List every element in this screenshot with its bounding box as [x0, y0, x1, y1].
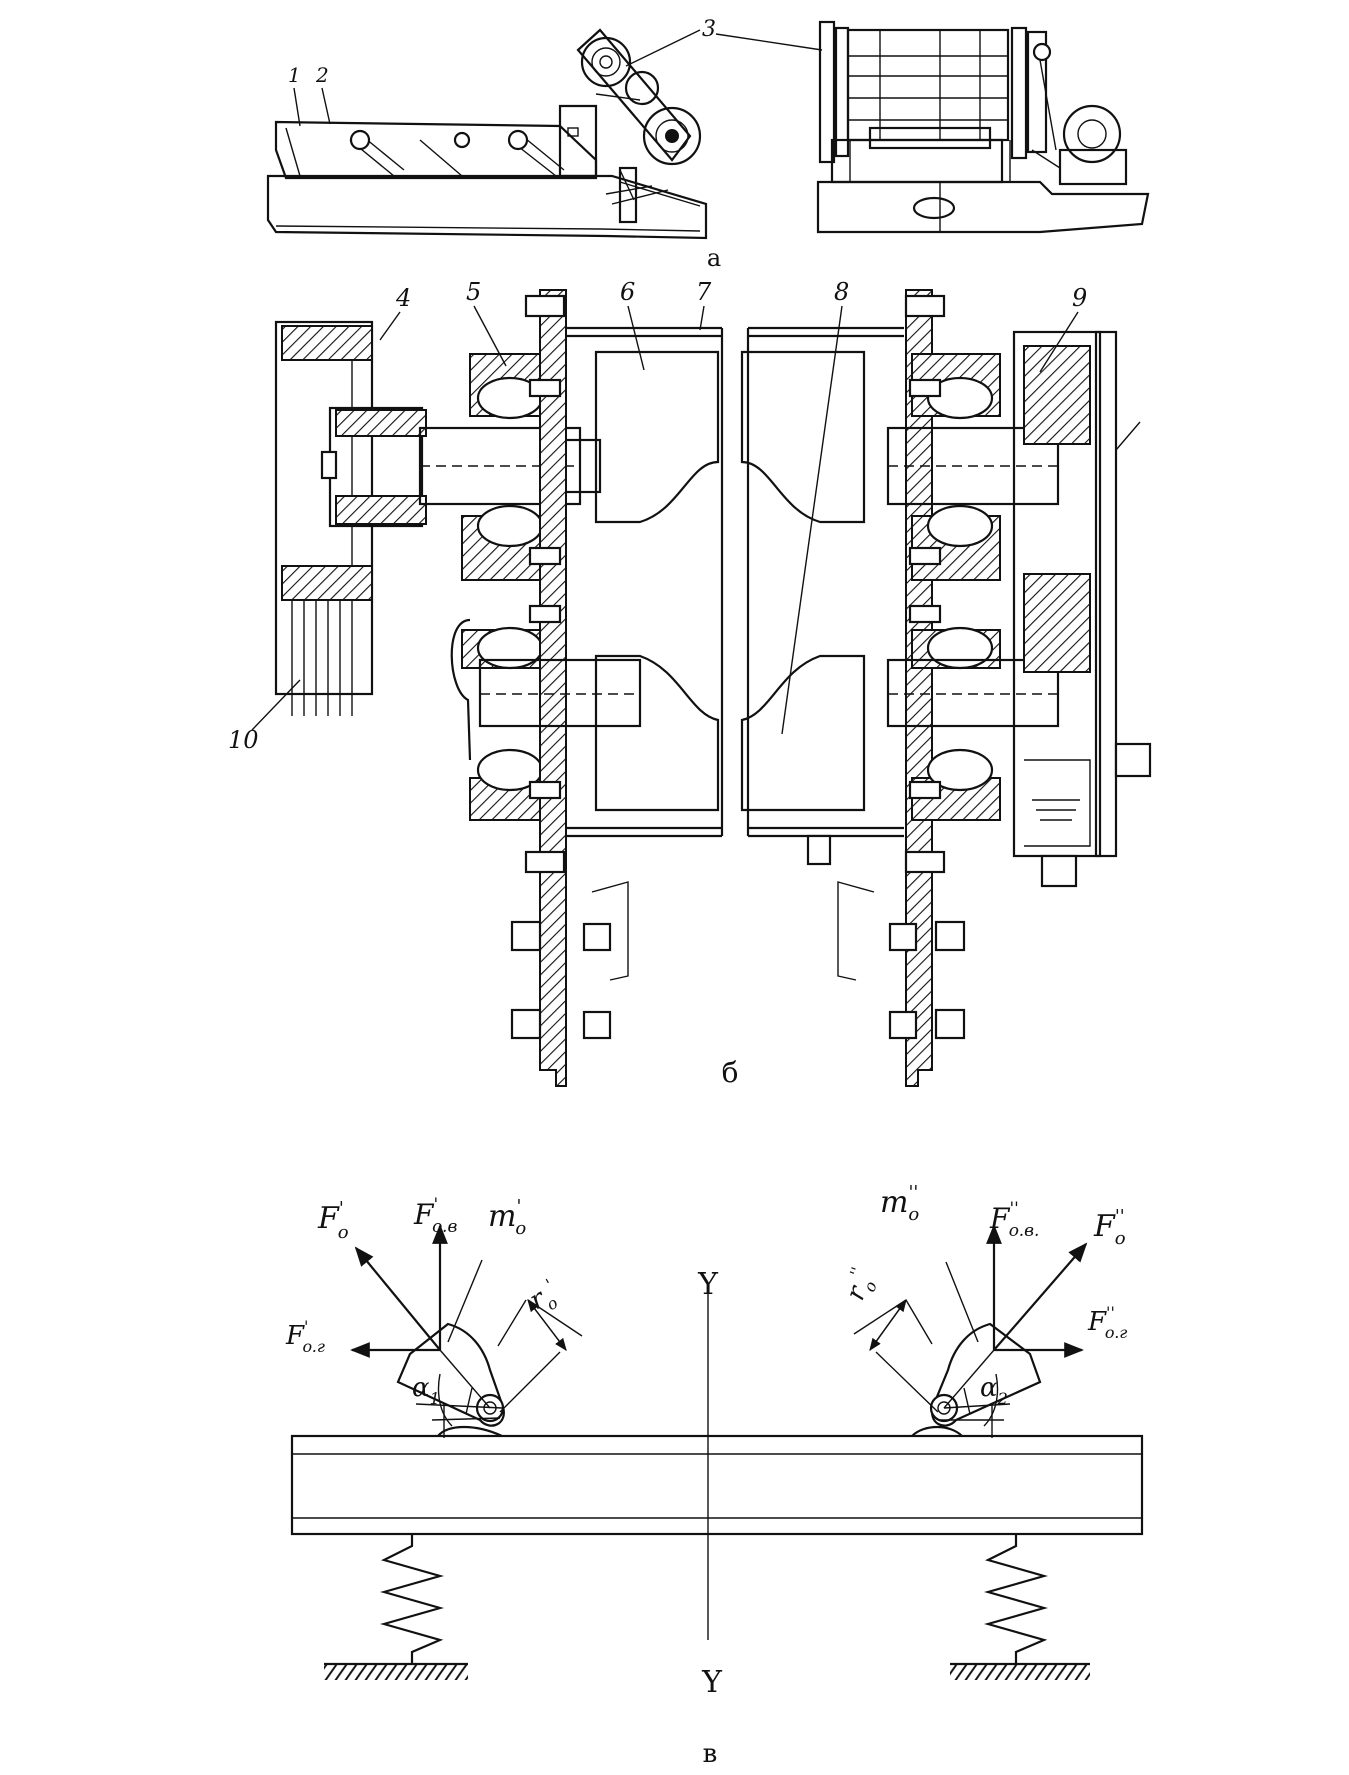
right-spring [983, 1534, 1049, 1664]
callout-6: 6 [620, 278, 635, 306]
svg-text:F''o.в.: F''o.в. [989, 1199, 1039, 1241]
left-shaft-upper [418, 426, 602, 506]
right-horizontal-force-sub: o.г [1105, 1323, 1128, 1342]
wall-bolts [524, 294, 946, 874]
left-mass-sup: ' [516, 1196, 521, 1217]
right-side-wall [905, 289, 933, 1087]
unbalance-weights [594, 350, 866, 812]
callout-5: 5 [466, 278, 481, 306]
right-vertical-force-sup: '' [1009, 1199, 1018, 1219]
left-mass-symbol: m [488, 1199, 516, 1234]
right-mass-sub: o [908, 1204, 919, 1225]
left-vertical-force-symbol: F [413, 1198, 435, 1231]
right-vertical-force-symbol: F [989, 1202, 1011, 1235]
svg-text:F'o: F' o [317, 1198, 349, 1243]
left-ground [324, 1664, 468, 1680]
gear-box [1012, 330, 1152, 888]
left-angle-sub: 1 [430, 1389, 440, 1408]
right-force-symbol: F [1093, 1209, 1116, 1244]
left-horizontal-force-symbol: F [285, 1321, 305, 1351]
panel-c-caption: в [703, 1739, 718, 1769]
left-horizontal-force-sup: ' [304, 1317, 308, 1336]
axis-label-bottom: Y [701, 1665, 723, 1700]
callout-10: 10 [228, 726, 259, 754]
svg-text:F''o: F''o [1093, 1206, 1126, 1249]
callout-9: 9 [1072, 284, 1087, 312]
panel-c: Y Y [285, 1182, 1144, 1769]
housing-tube [566, 326, 904, 838]
left-mass-sub: o [515, 1218, 526, 1239]
svg-text:F'o.г: F'o.г [285, 1317, 325, 1356]
right-force-labels: m''o F''o.в. F''o F''o.г ro'' α2 [839, 1182, 1127, 1408]
pulley-section [274, 320, 427, 716]
left-side-wall [539, 289, 567, 1087]
panel-b-caption: б [722, 1056, 739, 1089]
right-angle-symbol: α [980, 1373, 998, 1403]
right-shaft-lower [886, 658, 1060, 728]
left-horizontal-force-sub: o.г [302, 1337, 325, 1356]
vibrating-beam [290, 1434, 1144, 1536]
right-angle-sub: 2 [997, 1389, 1008, 1408]
left-shaft-lower [478, 658, 642, 728]
callout-8: 8 [834, 278, 849, 306]
left-force-sup: ' [339, 1198, 344, 1219]
svg-text:m''o: m''o [880, 1182, 919, 1225]
left-vertical-force-sup: ' [433, 1195, 438, 1215]
callout-3: 3 [702, 17, 716, 42]
left-spring [379, 1534, 445, 1664]
callout-1: 1 [288, 63, 301, 87]
feeder-end-view [816, 20, 1150, 234]
left-radius-sup: ' [543, 1275, 556, 1294]
callout-4: 4 [395, 284, 411, 312]
svg-text:F''o.г: F''o.г [1087, 1303, 1127, 1342]
svg-text:α2: α2 [980, 1373, 1008, 1408]
right-radius-sup: '' [846, 1264, 867, 1279]
mounting-brackets [510, 881, 966, 1040]
right-mass-symbol: m [880, 1185, 908, 1220]
panel-a-caption: а [707, 244, 721, 272]
svg-text:ro'': ro'' [839, 1264, 884, 1306]
callout-7: 7 [696, 278, 712, 306]
left-angle-symbol: α [412, 1373, 430, 1403]
right-horizontal-force-sup: '' [1106, 1303, 1115, 1322]
left-force-symbol: F [317, 1201, 340, 1236]
left-force-labels: F'o F'o.в m'o F'o.г ro' α1 [285, 1195, 565, 1408]
panel-a: 1 2 3 а [266, 17, 1150, 272]
right-force-sub: o [1115, 1228, 1126, 1249]
svg-text:α1: α1 [412, 1373, 440, 1408]
right-ground [950, 1664, 1090, 1680]
left-force-sub: o [338, 1222, 349, 1243]
svg-text:m'o: m'o [488, 1196, 526, 1239]
right-horizontal-force-symbol: F [1087, 1307, 1107, 1337]
right-vertical-force-sub: o.в. [1009, 1221, 1040, 1241]
svg-text:F'o.в: F'o.в [413, 1195, 457, 1237]
panel-b: 4 5 6 7 8 9 10 б [228, 278, 1152, 1089]
left-unbalance [350, 1224, 583, 1438]
callout-2: 2 [315, 63, 329, 87]
left-vertical-force-sub: o.в [432, 1217, 457, 1237]
feeder-side-view [266, 28, 708, 240]
axis-label-top: Y [697, 1267, 719, 1302]
svg-text:ro': ro' [524, 1275, 565, 1320]
right-unbalance [853, 1224, 1088, 1438]
right-mass-sup: '' [908, 1182, 918, 1203]
right-force-sup: '' [1115, 1206, 1125, 1227]
